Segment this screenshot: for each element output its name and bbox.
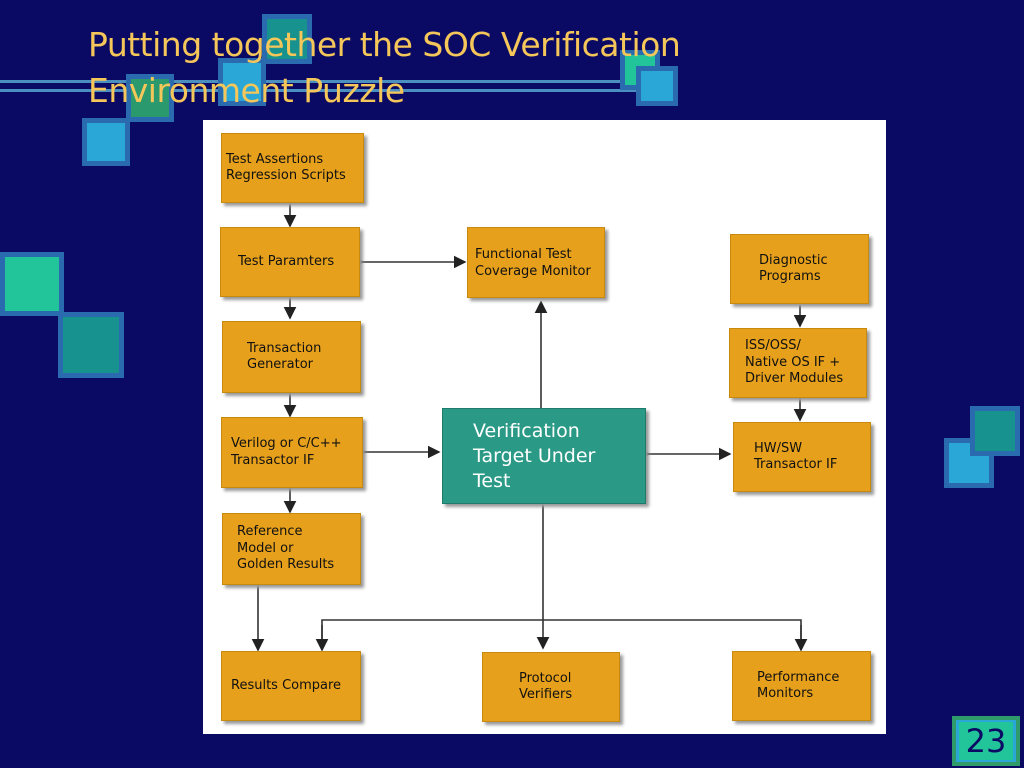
box-label: ISS/OSS/ — [745, 338, 801, 354]
box-label: Verifiers — [519, 687, 573, 702]
slide-title-line-1: Putting together the SOC Verification — [88, 25, 681, 64]
transaction-generator-box: Transaction Generator — [222, 321, 361, 393]
box-label: HW/SW — [754, 440, 803, 456]
decor-line — [0, 89, 640, 92]
decor-square — [0, 252, 64, 316]
hw-sw-transactor-box: HW/SW Transactor IF — [733, 422, 871, 492]
transactor-if-box: Verilog or C/C++ Transactor IF — [221, 417, 363, 488]
test-parameters-box: Test Paramters — [220, 227, 360, 297]
bus-line — [321, 619, 802, 648]
box-label: Monitors — [757, 686, 814, 701]
decor-line — [0, 80, 650, 83]
iss-oss-box: ISS/OSS/ Native OS IF + Driver Modules — [729, 328, 867, 398]
box-label: Model or — [237, 540, 294, 556]
box-label: Reference — [237, 524, 303, 540]
verification-target-box: Verification Target Under Test — [442, 408, 646, 504]
decor-square — [262, 14, 312, 64]
box-label: Driver Modules — [745, 371, 844, 387]
box-label: Regression Scripts — [226, 168, 346, 183]
test-assertions-box: Test Assertions Regression Scripts — [221, 133, 364, 203]
decor-square — [218, 58, 266, 106]
results-compare-box: Results Compare — [221, 651, 361, 721]
box-label: Transaction — [247, 340, 322, 356]
box-label: Test Assertions — [226, 151, 324, 167]
box-label: Functional Test — [475, 247, 572, 262]
page-number-badge: 23 — [952, 716, 1020, 766]
box-label: Target Under — [473, 444, 596, 467]
coverage-monitor-box: Functional Test Coverage Monitor — [467, 227, 605, 298]
box-label: Results Compare — [231, 677, 342, 693]
box-label: Golden Results — [237, 557, 335, 573]
box-label: Programs — [759, 269, 821, 284]
slide-title: Putting together the SOC Verification En… — [88, 22, 788, 114]
box-label: Verilog or C/C++ — [231, 436, 342, 451]
connector-layer — [251, 204, 808, 652]
decor-square — [636, 66, 678, 106]
box-label: Transactor IF — [754, 457, 838, 472]
page-number: 23 — [959, 722, 1013, 760]
decor-square — [970, 406, 1020, 456]
performance-monitors-box: Performance Monitors — [732, 651, 871, 721]
box-label: Native OS IF + — [745, 354, 841, 370]
box-label: Coverage Monitor — [475, 263, 591, 279]
box-label: Test Paramters — [238, 253, 335, 269]
box-label: Generator — [247, 357, 314, 372]
box-label: Test — [473, 469, 511, 492]
reference-model-box: Reference Model or Golden Results — [222, 513, 361, 585]
decor-square — [82, 118, 130, 166]
diagnostic-programs-box: Diagnostic Programs — [730, 234, 869, 304]
soc-verification-diagram: Test Assertions Regression Scripts Test … — [203, 120, 886, 734]
box-label: Performance — [757, 669, 840, 685]
decor-square — [58, 312, 124, 378]
box-label: Transactor IF — [231, 452, 315, 468]
protocol-verifiers-box: Protocol Verifiers — [482, 652, 620, 722]
box-label: Diagnostic — [759, 252, 828, 268]
box-label: Verification — [473, 419, 580, 442]
box-label: Protocol — [519, 670, 572, 686]
decor-square — [126, 74, 174, 122]
slide-title-line-2: Environment Puzzle — [88, 71, 405, 110]
